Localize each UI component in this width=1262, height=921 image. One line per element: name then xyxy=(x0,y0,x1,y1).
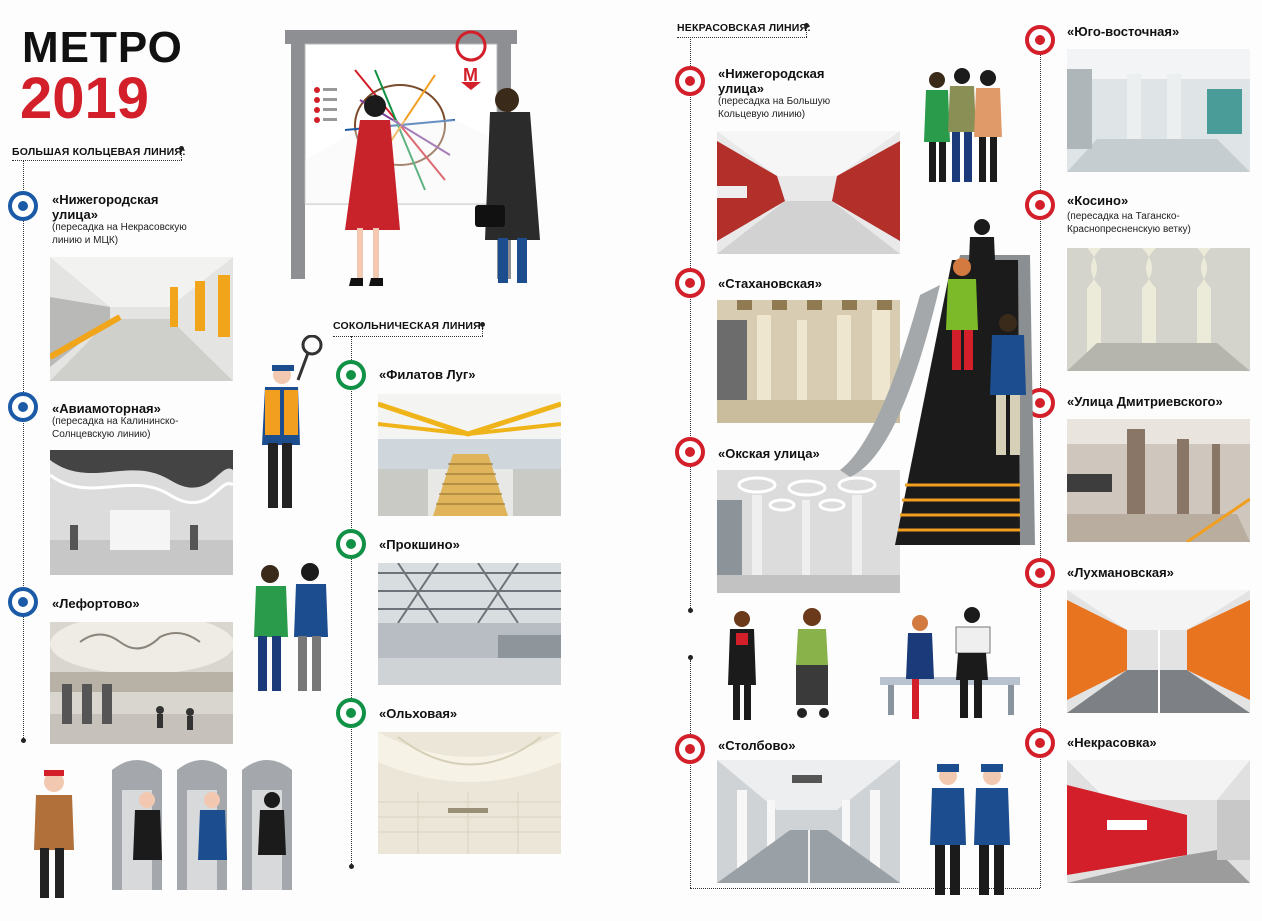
station-bullet-icon xyxy=(336,529,366,559)
passengers-illustration xyxy=(924,68,1002,182)
station-name: «Столбово» xyxy=(718,738,796,753)
escalator-illustration xyxy=(840,219,1035,545)
station-name: «Прокшино» xyxy=(379,537,460,552)
line-connector xyxy=(333,336,483,337)
station-photo xyxy=(1067,49,1250,172)
metro-logo-icon: М xyxy=(455,30,487,90)
line-connector xyxy=(12,160,182,161)
line-end-dot xyxy=(480,322,485,327)
station-note: (пересадка на Некрасовскую линию и МЦК) xyxy=(52,222,187,246)
station-bullet-icon xyxy=(1025,25,1055,55)
turnstiles-illustration xyxy=(34,760,292,898)
station-name: «Некрасовка» xyxy=(1067,735,1157,750)
line-end-dot xyxy=(804,23,809,28)
station-bullet-icon xyxy=(1025,190,1055,220)
station-photo xyxy=(717,760,900,883)
station-photo xyxy=(1067,248,1250,371)
station-note: (пересадка на Большую Кольцевую линию) xyxy=(718,96,831,120)
line-end-dot xyxy=(349,864,354,869)
station-bullet-icon xyxy=(336,360,366,390)
station-photo xyxy=(1067,590,1250,713)
station-note: (пересадка на Калининско-Солнцевскую лин… xyxy=(52,416,179,440)
station-name: «Нижегородская улица» xyxy=(718,66,825,96)
line-connector xyxy=(351,336,352,866)
station-photo xyxy=(50,257,233,381)
line-connector xyxy=(482,326,483,336)
page-title-line1: МЕТРО xyxy=(22,23,183,72)
station-bullet-icon xyxy=(8,392,38,422)
station-bullet-icon xyxy=(675,66,705,96)
station-name: «Авиамоторная» xyxy=(52,401,161,416)
svg-text:М: М xyxy=(463,65,478,85)
station-photo xyxy=(717,131,900,254)
station-photo xyxy=(717,300,900,423)
station-photo xyxy=(1067,760,1250,883)
station-photo xyxy=(378,732,561,854)
sokolnicheskaya-line-label: СОКОЛЬНИЧЕСКАЯ ЛИНИЯ: xyxy=(333,320,485,332)
station-bullet-icon xyxy=(336,698,366,728)
line-end-dot xyxy=(179,146,184,151)
station-bullet-icon xyxy=(675,268,705,298)
metro-staff-illustration xyxy=(262,335,323,508)
station-photo xyxy=(50,622,233,744)
station-name: «Косино» xyxy=(1067,193,1129,208)
line-connector xyxy=(690,888,1040,889)
station-bullet-icon xyxy=(675,734,705,764)
station-name: «Юго-восточная» xyxy=(1067,24,1180,39)
nekrasovskaya-line-label: НЕКРАСОВСКАЯ ЛИНИЯ: xyxy=(677,22,811,34)
station-bullet-icon xyxy=(1025,728,1055,758)
line-end-dot xyxy=(688,655,693,660)
station-name: «Стахановская» xyxy=(718,276,822,291)
station-photo xyxy=(378,394,561,516)
line-connector xyxy=(181,150,182,160)
metro-map-board-illustration: М xyxy=(285,30,540,286)
station-name: «Нижегородская улица» xyxy=(52,192,159,222)
line-end-dot xyxy=(21,738,26,743)
line-connector xyxy=(690,37,691,612)
big-circle-line-label: БОЛЬШАЯ КОЛЬЦЕВАЯ ЛИНИЯ: xyxy=(12,146,186,158)
passengers-illustration xyxy=(728,607,1020,720)
station-photo xyxy=(1067,419,1250,542)
line-end-dot xyxy=(688,608,693,613)
station-name: «Ольховая» xyxy=(379,706,458,721)
station-photo xyxy=(50,450,233,575)
station-photo xyxy=(717,470,900,593)
line-connector xyxy=(1040,40,1041,888)
metro-staff-illustration xyxy=(930,764,1010,895)
station-note: (пересадка на Таганско-Краснопресненскую… xyxy=(1067,211,1191,235)
page-title-line2: 2019 xyxy=(20,66,150,131)
line-connector xyxy=(806,27,807,37)
station-bullet-icon xyxy=(8,191,38,221)
passengers-illustration xyxy=(254,563,328,691)
station-name: «Лефортово» xyxy=(52,596,140,611)
station-name: «Лухмановская» xyxy=(1067,565,1174,580)
station-name: «Окская улица» xyxy=(718,446,820,461)
line-connector xyxy=(690,660,691,888)
station-bullet-icon xyxy=(8,587,38,617)
line-connector xyxy=(677,37,807,38)
line-connector xyxy=(23,160,24,740)
station-photo xyxy=(378,563,561,685)
station-name: «Улица Дмитриевского» xyxy=(1067,394,1223,409)
station-bullet-icon xyxy=(1025,558,1055,588)
station-name: «Филатов Луг» xyxy=(379,367,476,382)
station-bullet-icon xyxy=(675,437,705,467)
